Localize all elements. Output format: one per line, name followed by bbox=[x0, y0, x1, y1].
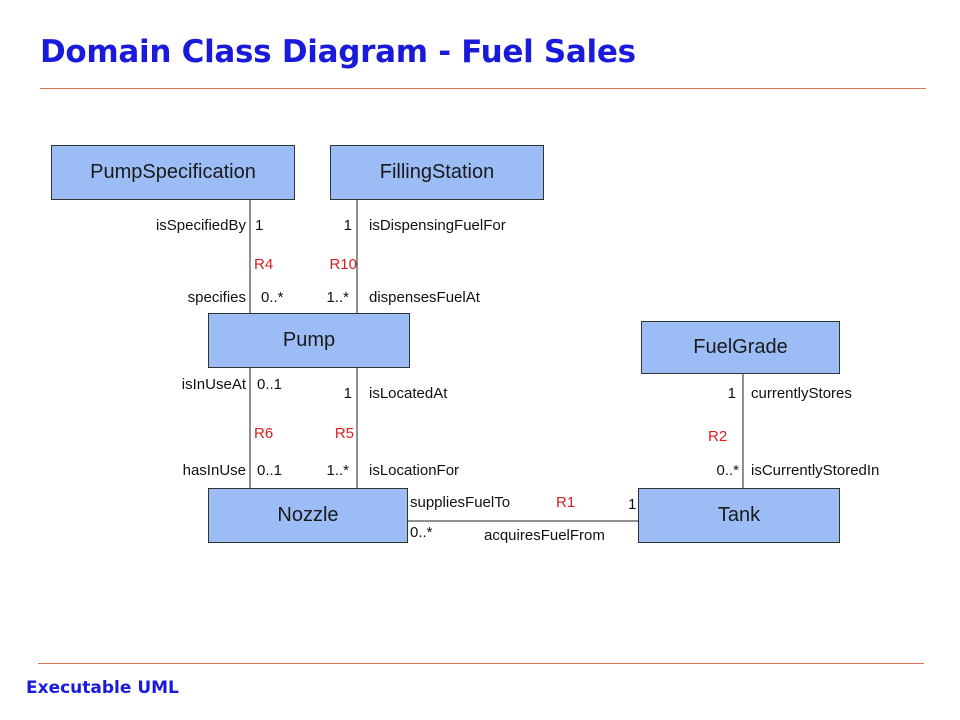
r4-bottom-multiplicity: 0..* bbox=[261, 289, 284, 306]
r5-bottom-role: isLocationFor bbox=[369, 462, 460, 479]
r6-bottom-role: hasInUse bbox=[182, 462, 246, 479]
r10-top-multiplicity: 1 bbox=[343, 217, 352, 234]
r1-label: R1 bbox=[556, 494, 576, 511]
r1-left-multiplicity: 0..* bbox=[410, 524, 433, 541]
r10-top-role: isDispensingFuelFor bbox=[369, 217, 506, 234]
r5-bottom-multiplicity: 1..* bbox=[326, 462, 349, 479]
r6-top-multiplicity: 0..1 bbox=[257, 376, 283, 393]
r2-top-role: currentlyStores bbox=[751, 385, 852, 402]
r5-top-multiplicity: 1 bbox=[343, 385, 352, 402]
r2-label: R2 bbox=[708, 428, 728, 445]
r5-top-role: isLocatedAt bbox=[369, 385, 448, 402]
r10-label: R10 bbox=[329, 256, 357, 273]
r1-right-role: acquiresFuelFrom bbox=[484, 527, 605, 544]
r5-label: R5 bbox=[334, 425, 354, 442]
r4-top-multiplicity: 1 bbox=[255, 217, 264, 234]
r4-bottom-role: specifies bbox=[187, 289, 246, 306]
page-title: Domain Class Diagram - Fuel Sales bbox=[40, 34, 636, 70]
class-tank[interactable]: Tank bbox=[638, 488, 840, 543]
r6-bottom-multiplicity: 0..1 bbox=[257, 462, 283, 479]
class-pump[interactable]: Pump bbox=[208, 313, 410, 368]
r6-label: R6 bbox=[254, 425, 274, 442]
r2-bottom-role: isCurrentlyStoredIn bbox=[751, 462, 880, 479]
r1-right-multiplicity: 1 bbox=[628, 496, 637, 513]
footer-text: Executable UML bbox=[26, 678, 179, 698]
footer-divider bbox=[38, 663, 924, 664]
class-pump-specification[interactable]: PumpSpecification bbox=[51, 145, 295, 200]
r2-top-multiplicity: 1 bbox=[727, 385, 736, 402]
r6-top-role: isInUseAt bbox=[181, 376, 246, 393]
class-fuel-grade[interactable]: FuelGrade bbox=[641, 321, 840, 374]
r4-label: R4 bbox=[254, 256, 274, 273]
r1-left-role: suppliesFuelTo bbox=[410, 494, 511, 511]
r4-top-role: isSpecifiedBy bbox=[155, 217, 246, 234]
r2-bottom-multiplicity: 0..* bbox=[716, 462, 739, 479]
class-nozzle[interactable]: Nozzle bbox=[208, 488, 408, 543]
title-divider bbox=[40, 88, 926, 89]
r10-bottom-multiplicity: 1..* bbox=[326, 289, 349, 306]
class-filling-station[interactable]: FillingStation bbox=[330, 145, 544, 200]
r10-bottom-role: dispensesFuelAt bbox=[369, 289, 480, 306]
